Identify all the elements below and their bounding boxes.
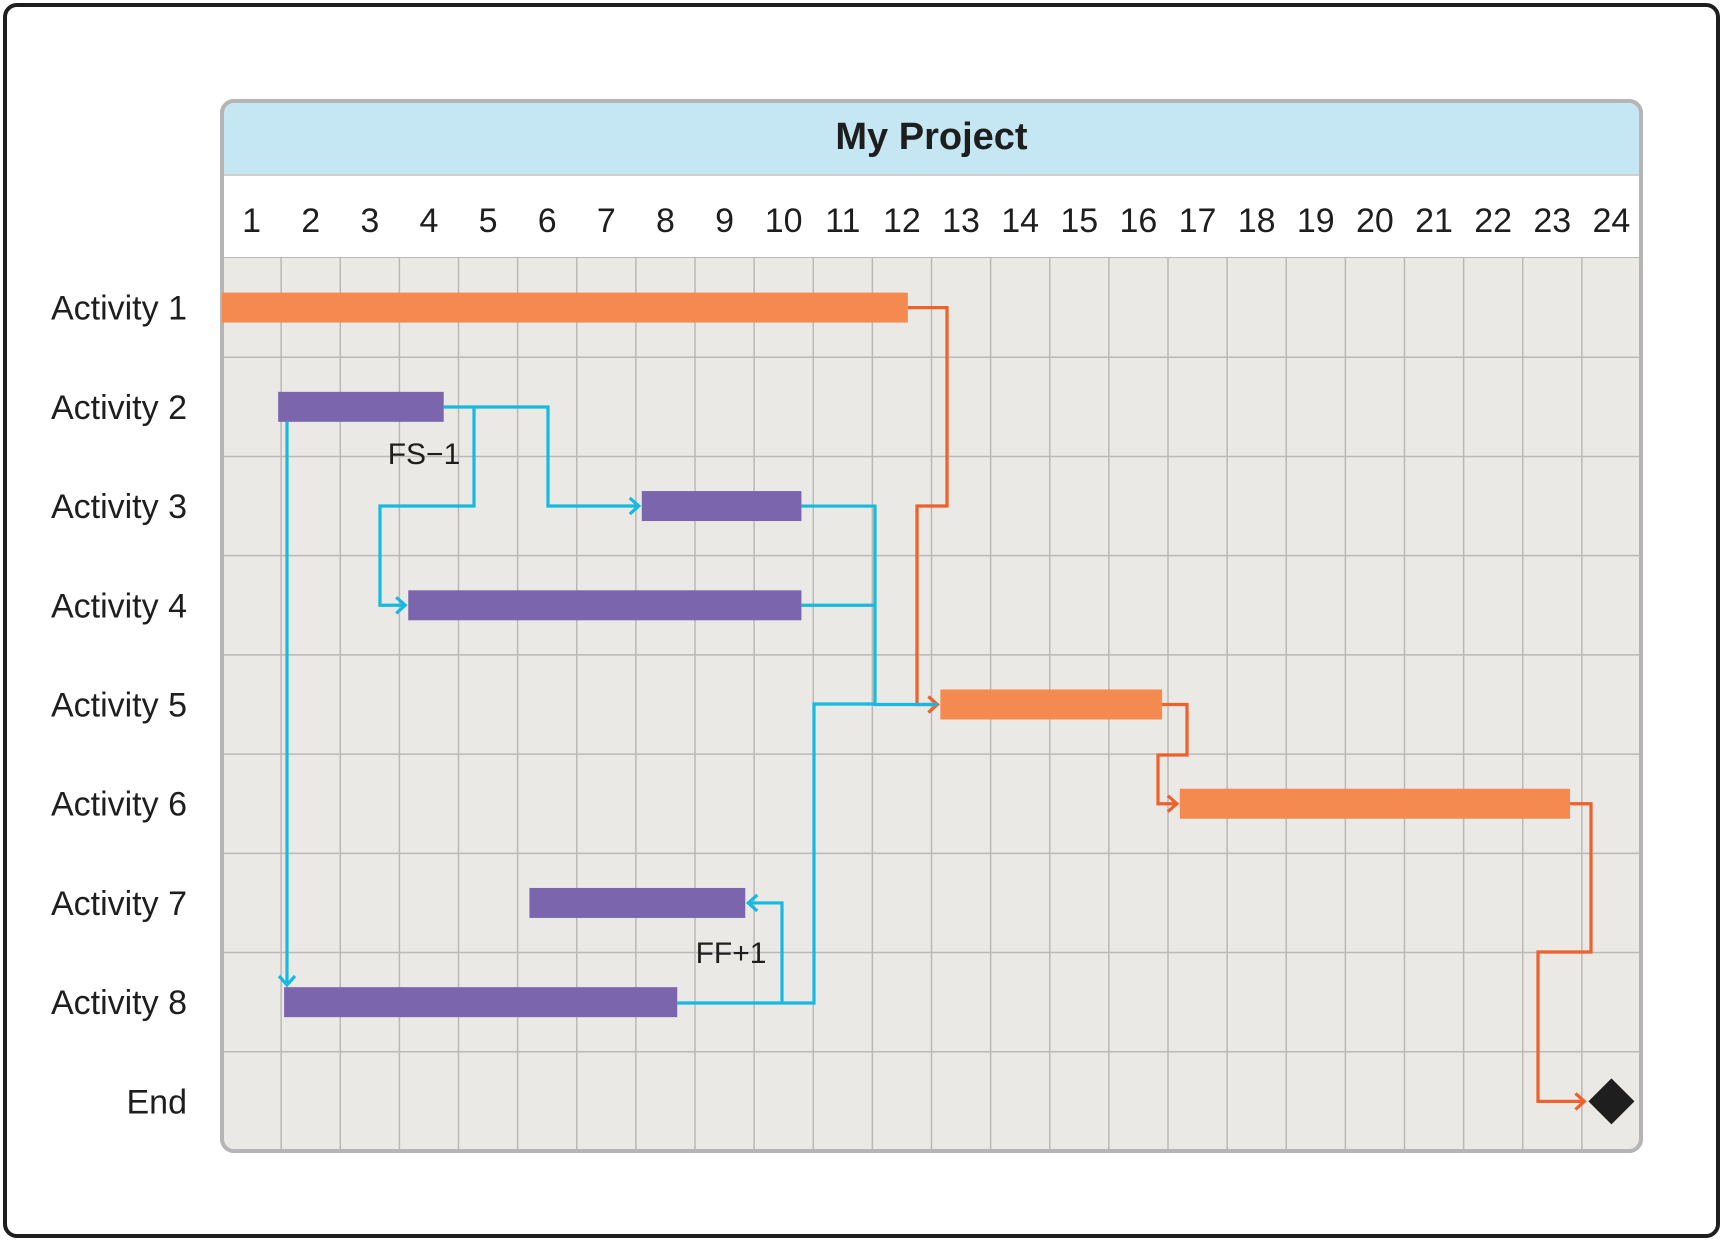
- column-label: 8: [656, 202, 675, 240]
- dependency-link: [748, 901, 784, 1003]
- row-label: Activity 1: [51, 290, 187, 328]
- task-bar[interactable]: [284, 987, 678, 1018]
- task-bar[interactable]: [1179, 788, 1571, 819]
- row-label: Activity 6: [51, 786, 187, 824]
- dependency-link: [1156, 702, 1189, 806]
- dependency-label: FS−1: [388, 438, 461, 471]
- row-label: End: [127, 1083, 188, 1121]
- dependency-link: [677, 702, 875, 1005]
- dependency-link: [378, 407, 476, 607]
- column-label: 3: [360, 202, 379, 240]
- row-label: Activity 5: [51, 687, 187, 725]
- dependency-label: FF+1: [696, 937, 767, 970]
- column-label: 16: [1120, 202, 1158, 240]
- column-label: 10: [765, 202, 803, 240]
- column-label: 21: [1415, 202, 1453, 240]
- row-label: Activity 3: [51, 488, 187, 526]
- column-label: 13: [942, 202, 980, 240]
- column-label: 4: [419, 202, 438, 240]
- dependency-link: [1536, 802, 1593, 1103]
- column-label: 2: [301, 202, 320, 240]
- task-bar[interactable]: [529, 887, 746, 918]
- task-bar[interactable]: [940, 689, 1163, 720]
- task-bar[interactable]: [641, 491, 802, 522]
- column-label: 6: [538, 202, 557, 240]
- column-label: 14: [1001, 202, 1039, 240]
- row-label: Activity 7: [51, 885, 187, 923]
- column-label: 19: [1297, 202, 1335, 240]
- title-header-bg: [224, 103, 1639, 175]
- row-label: Activity 2: [51, 389, 187, 427]
- task-bar[interactable]: [222, 292, 908, 323]
- column-label: 23: [1533, 202, 1571, 240]
- dependency-arrowhead: [628, 496, 642, 516]
- dependency-link: [443, 405, 639, 508]
- column-label: 9: [715, 202, 734, 240]
- column-label: 22: [1474, 202, 1512, 240]
- column-label: 17: [1179, 202, 1217, 240]
- task-bar[interactable]: [278, 391, 444, 422]
- column-label: 24: [1593, 202, 1631, 240]
- dependency-arrowhead: [745, 893, 759, 913]
- column-label: 18: [1238, 202, 1276, 240]
- dependency-arrowhead: [1574, 1092, 1587, 1111]
- milestone-diamond[interactable]: [1588, 1078, 1635, 1125]
- row-label: Activity 4: [51, 587, 187, 625]
- chart-panel-border: [220, 99, 1643, 1153]
- dependency-arrowhead: [1166, 794, 1180, 813]
- chart-title: My Project: [835, 116, 1028, 158]
- dependency-arrowhead: [277, 974, 297, 988]
- column-label: 20: [1356, 202, 1394, 240]
- column-label: 1: [242, 202, 261, 240]
- column-label: 5: [479, 202, 498, 240]
- task-bar[interactable]: [408, 590, 802, 621]
- column-label: 12: [883, 202, 921, 240]
- dependency-arrowhead: [395, 596, 408, 615]
- column-label: 15: [1060, 202, 1098, 240]
- row-label: Activity 8: [51, 984, 187, 1022]
- column-label: 11: [825, 202, 860, 240]
- column-label: 7: [597, 202, 616, 240]
